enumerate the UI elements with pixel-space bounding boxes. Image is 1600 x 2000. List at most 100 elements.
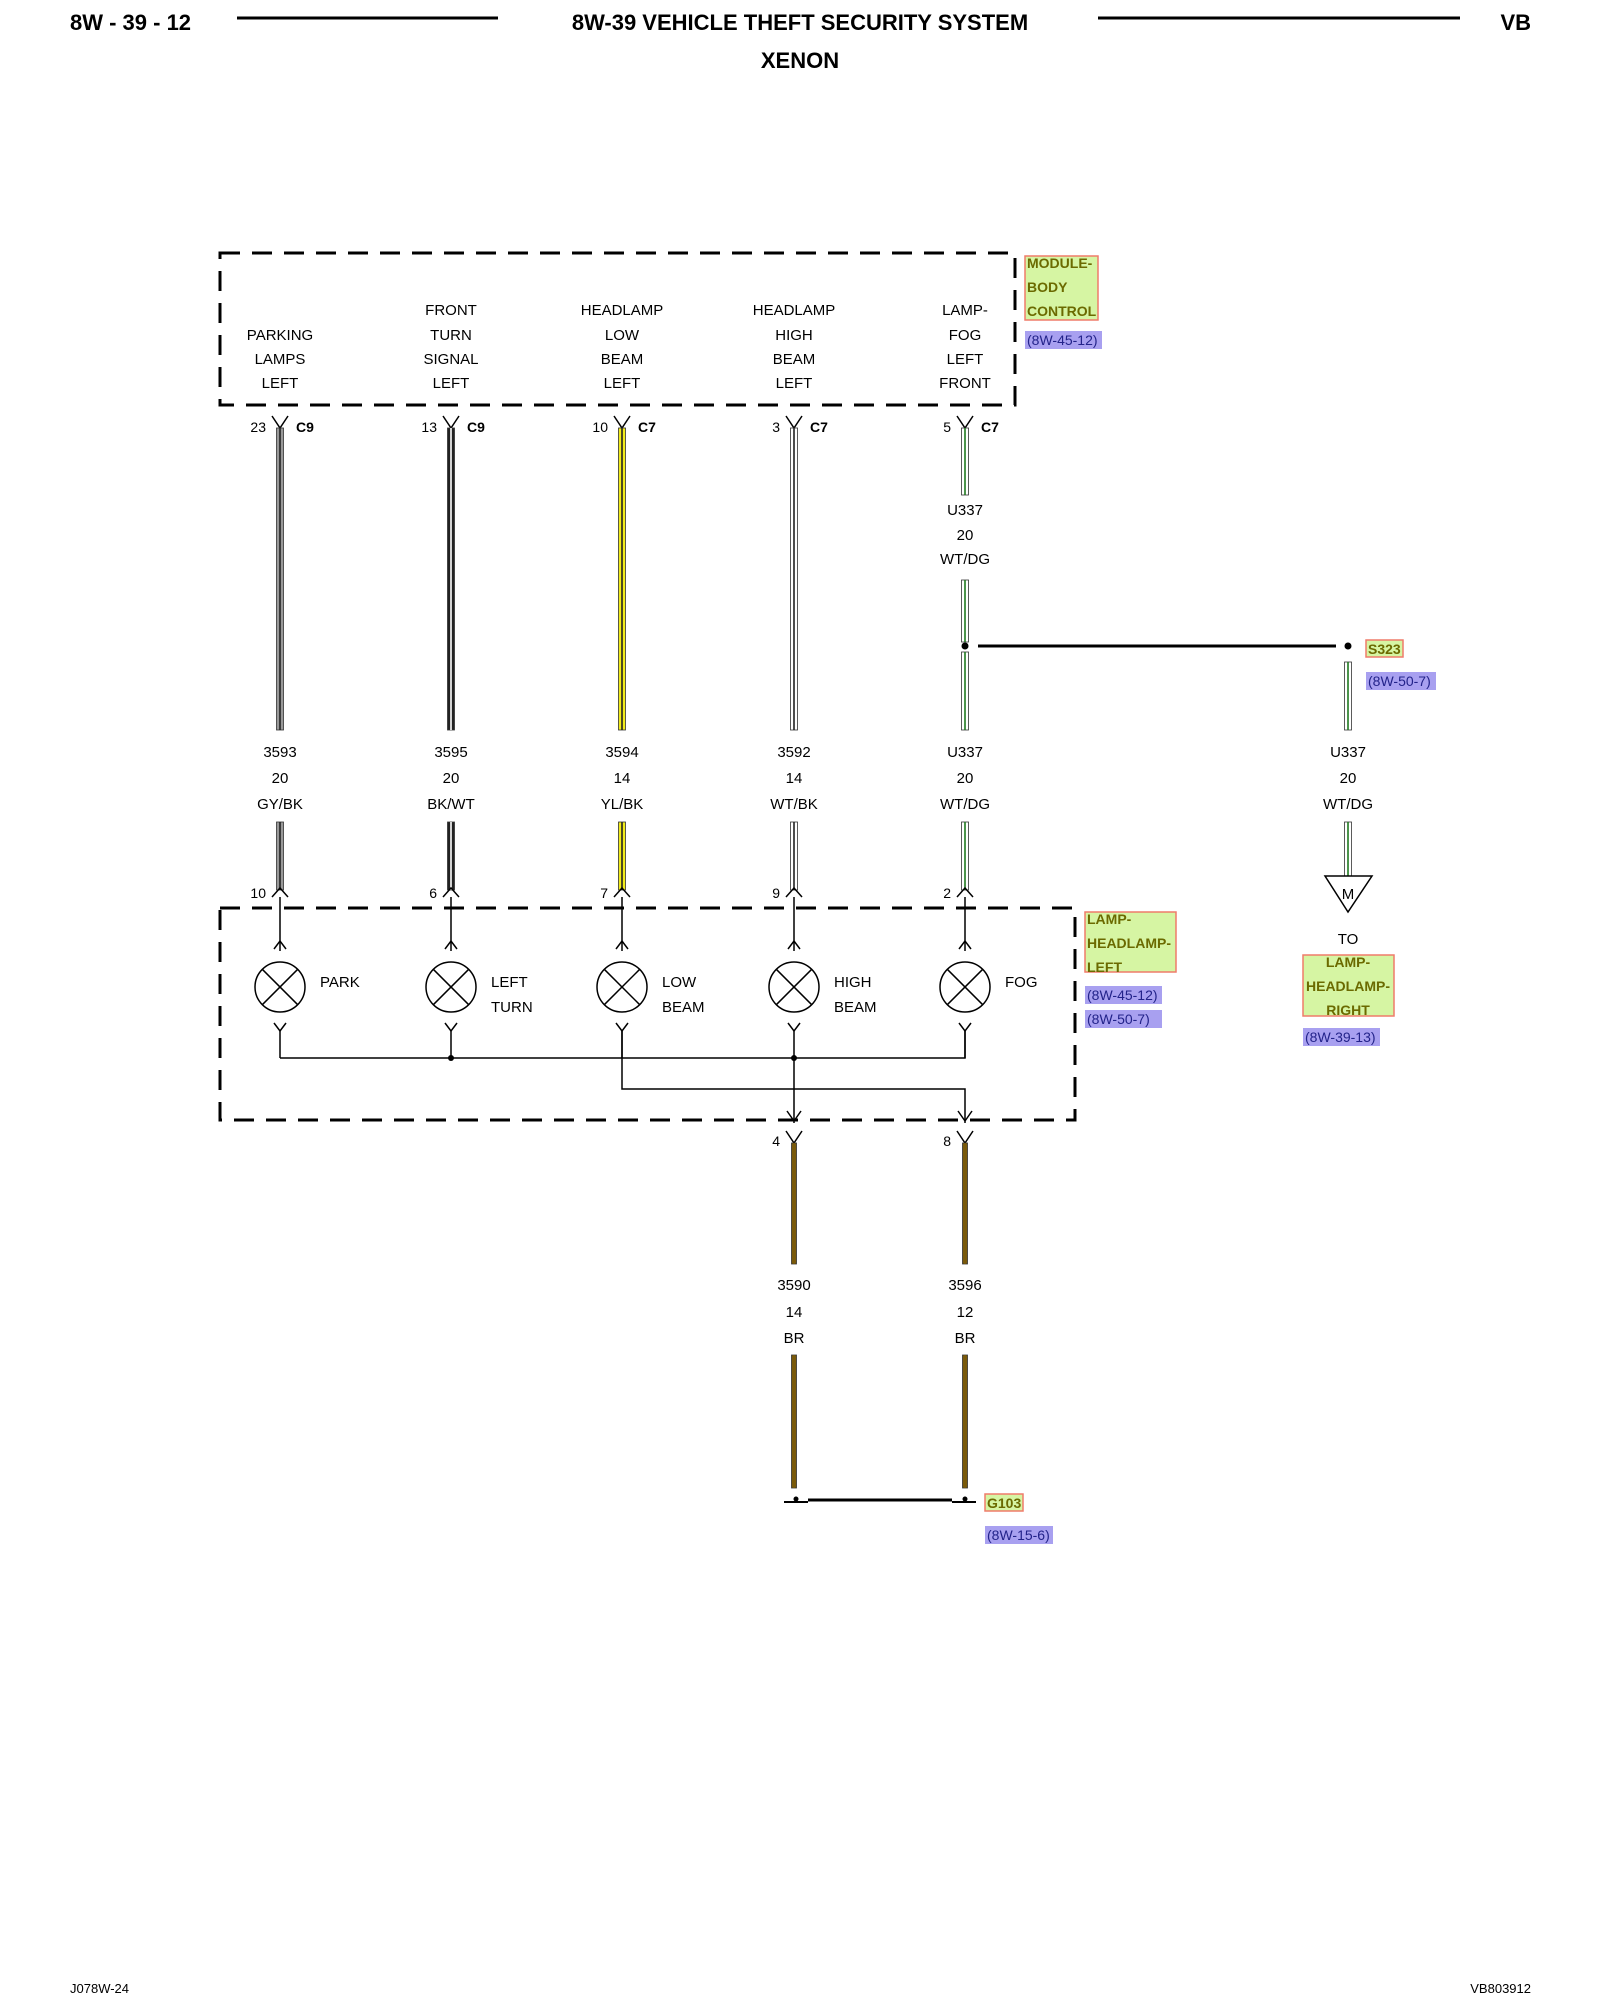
lamp-0-bulb-x2 bbox=[261, 968, 299, 1006]
ground-bus-upper bbox=[280, 1030, 966, 1059]
ground-ref: (8W-15-6) bbox=[987, 1527, 1050, 1543]
footer-right: VB803912 bbox=[1470, 1981, 1531, 1996]
lamp-1-bulb-x2 bbox=[432, 968, 470, 1006]
wire-4-circuit: U337 bbox=[947, 744, 983, 761]
headlamp-left-ref-1: (8W-45-12) bbox=[1087, 987, 1158, 1003]
page-title: 8W-39 VEHICLE THEFT SECURITY SYSTEM bbox=[572, 10, 1028, 35]
wire-3-color: WT/BK bbox=[770, 796, 818, 813]
bcm-pin-2-connector: C7 bbox=[638, 419, 656, 435]
bcm-pin-1-label-1: TURN bbox=[430, 327, 472, 344]
bcm-pin-2-fork bbox=[613, 415, 631, 430]
bcm-pin-2-label-2: BEAM bbox=[601, 351, 644, 368]
wire-0-gauge: 20 bbox=[272, 770, 289, 787]
lamp-2-lead-bottom-arrow bbox=[615, 1022, 629, 1033]
lamp-3-pin: 9 bbox=[772, 885, 780, 901]
wire-1-gauge: 20 bbox=[443, 770, 460, 787]
bcm-pin-3-label-3: LEFT bbox=[776, 375, 813, 392]
bcm-pin-2-number: 10 bbox=[592, 419, 608, 435]
wire-4-color: WT/DG bbox=[940, 796, 990, 813]
bcm-pin-1-number: 13 bbox=[421, 419, 437, 435]
bcm-pin-4-label-1: FOG bbox=[949, 327, 982, 344]
lamp-2-label-1: LOW bbox=[662, 974, 697, 991]
bcm-pin-0-fork bbox=[271, 415, 289, 430]
vehicle-code: VB bbox=[1500, 10, 1531, 35]
ground-ref-box[interactable] bbox=[985, 1526, 1053, 1544]
splice-ref: (8W-50-7) bbox=[1368, 673, 1431, 689]
lamp-3-lead-arrow bbox=[787, 939, 801, 950]
bcm-pin-4-number: 5 bbox=[943, 419, 951, 435]
ground-pin-0-fork bbox=[785, 1130, 803, 1145]
wire-3-gauge: 14 bbox=[786, 770, 803, 787]
lamp-0-label-1: PARK bbox=[320, 974, 360, 991]
headlamp-left-ref-2-box[interactable] bbox=[1085, 1010, 1162, 1028]
wire-5-circuit: U337 bbox=[1330, 744, 1366, 761]
module-body-control-name-1: MODULE- bbox=[1027, 255, 1093, 271]
bcm-pin-0-label-3: LEFT bbox=[262, 375, 299, 392]
ground-wire-1-circuit: 3596 bbox=[948, 1277, 981, 1294]
lamp-3-bulb-x2 bbox=[775, 968, 813, 1006]
page-subtitle: XENON bbox=[761, 48, 839, 73]
headlamp-left-tag[interactable] bbox=[1084, 911, 1177, 973]
bcm-pin-2-label-3: LEFT bbox=[604, 375, 641, 392]
splice-node-left bbox=[961, 642, 969, 650]
bcm-pin-1-connector: C9 bbox=[467, 419, 485, 435]
bcm-pin-3-fork bbox=[785, 415, 803, 430]
headlamp-left-ref-2: (8W-50-7) bbox=[1087, 1011, 1150, 1027]
ground-name: G103 bbox=[987, 1495, 1021, 1511]
lamp-2-pin-fork bbox=[613, 886, 631, 898]
right-connector-symbol bbox=[1323, 875, 1374, 914]
lamp-0-lead-arrow bbox=[273, 939, 287, 950]
wire-5-color: WT/DG bbox=[1323, 796, 1373, 813]
module-body-control-tag[interactable] bbox=[1024, 255, 1099, 321]
headlamp-right-ref-box[interactable] bbox=[1303, 1028, 1380, 1046]
bcm-pin-4-connector: C7 bbox=[981, 419, 999, 435]
ground-wire-1-color: BR bbox=[955, 1330, 976, 1347]
page-number: 8W - 39 - 12 bbox=[70, 10, 191, 35]
headlamp-right-tag[interactable] bbox=[1302, 954, 1395, 1017]
bcm-pin-4-label-0: LAMP- bbox=[942, 302, 988, 319]
splice-tag[interactable] bbox=[1365, 639, 1404, 658]
ground-bus-arrow-1 bbox=[786, 1110, 802, 1123]
ground-pin-1-number: 8 bbox=[943, 1133, 951, 1149]
right-to-label: TO bbox=[1338, 931, 1359, 948]
upper-wire-circuit: U337 bbox=[947, 502, 983, 519]
ground-wire-0-gauge: 14 bbox=[786, 1304, 803, 1321]
lamp-2-pin: 7 bbox=[600, 885, 608, 901]
module-body-control-ref-box[interactable] bbox=[1025, 331, 1102, 349]
headlamp-left-name-2: HEADLAMP- bbox=[1087, 935, 1171, 951]
module-body-control-name-3: CONTROL bbox=[1027, 303, 1097, 319]
wire-1-circuit: 3595 bbox=[434, 744, 467, 761]
headlamp-left-ref-1-box[interactable] bbox=[1085, 986, 1162, 1004]
wire-2-circuit: 3594 bbox=[605, 744, 638, 761]
ground-node-right bbox=[962, 1496, 968, 1502]
splice-ref-box[interactable] bbox=[1366, 672, 1436, 690]
upper-wire-color: WT/DG bbox=[940, 551, 990, 568]
headlamp-left-name-3: LEFT bbox=[1087, 959, 1122, 975]
lower-wires bbox=[276, 821, 1352, 891]
lamp-1-pin-fork bbox=[442, 886, 460, 898]
lamp-1-lead-arrow bbox=[444, 939, 458, 950]
headlamp-right-ref: (8W-39-13) bbox=[1305, 1029, 1376, 1045]
module-body-control-box bbox=[218, 251, 1017, 407]
bcm-pin-3-number: 3 bbox=[772, 419, 780, 435]
lamp-3-label-1: HIGH bbox=[834, 974, 872, 991]
lamp-1-lead-bottom-arrow bbox=[444, 1022, 458, 1033]
wire-1-color: BK/WT bbox=[427, 796, 475, 813]
ground-tag[interactable] bbox=[984, 1493, 1024, 1512]
bcm-pin-4-fork bbox=[956, 415, 974, 430]
bcm-pin-3-connector: C7 bbox=[810, 419, 828, 435]
lamp-4-lead-bottom-arrow bbox=[958, 1022, 972, 1033]
lamp-3-pin-fork bbox=[785, 886, 803, 898]
lamp-4-label-1: FOG bbox=[1005, 974, 1038, 991]
lamp-1-label-1: LEFT bbox=[491, 974, 528, 991]
bcm-pin-3-label-0: HEADLAMP bbox=[753, 302, 836, 319]
headlamp-right-name-2: HEADLAMP- bbox=[1306, 978, 1390, 994]
upper-wires bbox=[276, 427, 1352, 731]
ground-bus-arrow-2 bbox=[957, 1110, 973, 1123]
headlamp-right-name-1: LAMP- bbox=[1326, 954, 1371, 970]
wire-5-gauge: 20 bbox=[1340, 770, 1357, 787]
headlamp-right-name-3: RIGHT bbox=[1326, 1002, 1370, 1018]
bcm-pin-0-connector: C9 bbox=[296, 419, 314, 435]
